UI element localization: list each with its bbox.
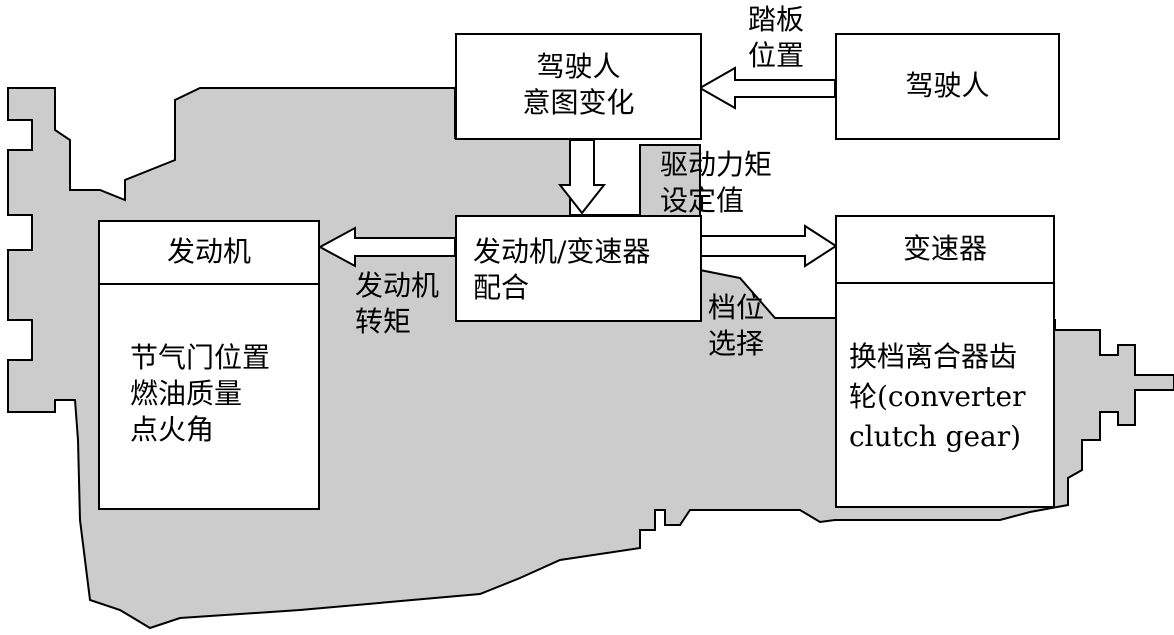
- coordination-line2: 配合: [473, 271, 530, 304]
- drive-torque-setpoint-label: 驱动力矩 设定值: [660, 147, 772, 219]
- pedal-position-line2: 位置: [748, 39, 805, 72]
- pedal-position-line1: 踏板: [748, 3, 805, 36]
- driver-label: 驾驶人: [905, 69, 990, 102]
- gear-selection-label: 档位 选择: [708, 290, 764, 362]
- transmission-title-cell: 变速器: [837, 217, 1053, 284]
- gear-selection-line1: 档位: [708, 291, 765, 324]
- drive-torque-setpoint-line2: 设定值: [660, 184, 745, 217]
- driver-intent-line2: 意图变化: [522, 86, 635, 119]
- engine-torque-line2: 转矩: [355, 305, 412, 338]
- engine-torque-arrow: [317, 226, 456, 268]
- engine-transmission-coordination-box: 发动机/变速器 配合: [455, 215, 702, 322]
- transmission-title: 变速器: [902, 232, 987, 265]
- engine-torque-line1: 发动机: [355, 269, 440, 302]
- driver-intent-box: 驾驶人 意图变化: [455, 33, 702, 140]
- transmission-box: 变速器 换档离合器齿 轮(converter clutch gear): [835, 215, 1055, 508]
- engine-param-ignition: 点火角: [130, 413, 215, 446]
- engine-box: 发动机 节气门位置 燃油质量 点火角: [98, 220, 320, 510]
- driver-box: 驾驶人: [835, 33, 1060, 140]
- transmission-body-line3: clutch gear): [849, 420, 1022, 453]
- intent-to-coordination-arrow: [557, 139, 607, 215]
- gear-selection-line2: 选择: [708, 327, 765, 360]
- drive-torque-setpoint-line1: 驱动力矩: [660, 148, 773, 181]
- pedal-position-label: 踏板 位置: [748, 2, 804, 74]
- pedal-position-arrow: [697, 66, 836, 110]
- engine-param-throttle: 节气门位置: [130, 341, 271, 374]
- coordination-line1: 发动机/变速器: [473, 235, 651, 268]
- transmission-body-line2: 轮(converter: [849, 380, 1026, 413]
- transmission-body-line1: 换档离合器齿: [849, 340, 1018, 373]
- coordination-to-transmission-arrow: [699, 224, 838, 268]
- engine-title-cell: 发动机: [100, 222, 318, 285]
- engine-parameters: 节气门位置 燃油质量 点火角: [130, 340, 270, 448]
- driver-intent-line1: 驾驶人: [536, 50, 621, 83]
- transmission-body: 换档离合器齿 轮(converter clutch gear): [849, 337, 1025, 457]
- engine-param-fuel: 燃油质量: [130, 377, 243, 410]
- engine-title: 发动机: [166, 235, 251, 268]
- engine-torque-label: 发动机 转矩: [355, 268, 439, 340]
